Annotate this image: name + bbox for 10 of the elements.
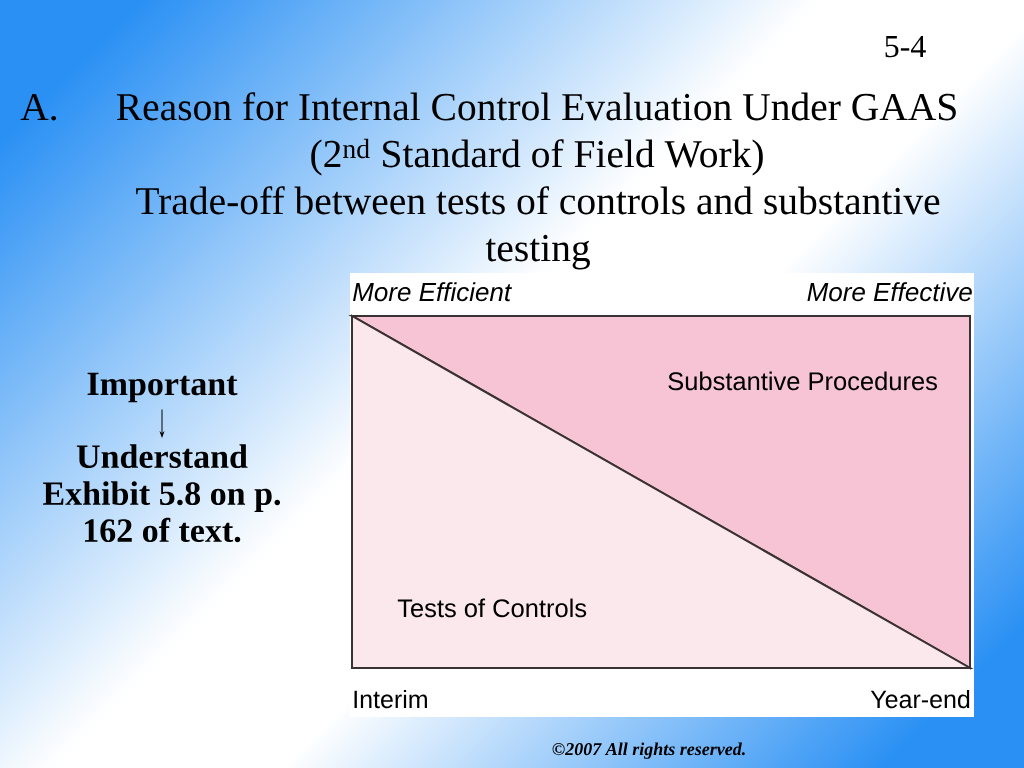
title: Reason for Internal Control Evaluation Under GAAS <box>116 92 956 121</box>
subtitle: (2$^{nd}$ Standard of Field Work) <box>311 138 763 176</box>
note-text: Important <box>87 372 238 403</box>
page-number: 5-4 <box>885 35 926 58</box>
subtitle: Trade-off between tests of controls and substantive testing <box>136 186 940 270</box>
arrow <box>160 408 164 437</box>
note-text: Understand Exhibit 5.8 on p. 162 of text. <box>43 444 280 543</box>
copyright-notice: ©2007 All rights reserved. <box>552 742 745 759</box>
section-letter: A. <box>20 93 56 121</box>
shaded-region: Tests of Controls <box>397 598 587 618</box>
